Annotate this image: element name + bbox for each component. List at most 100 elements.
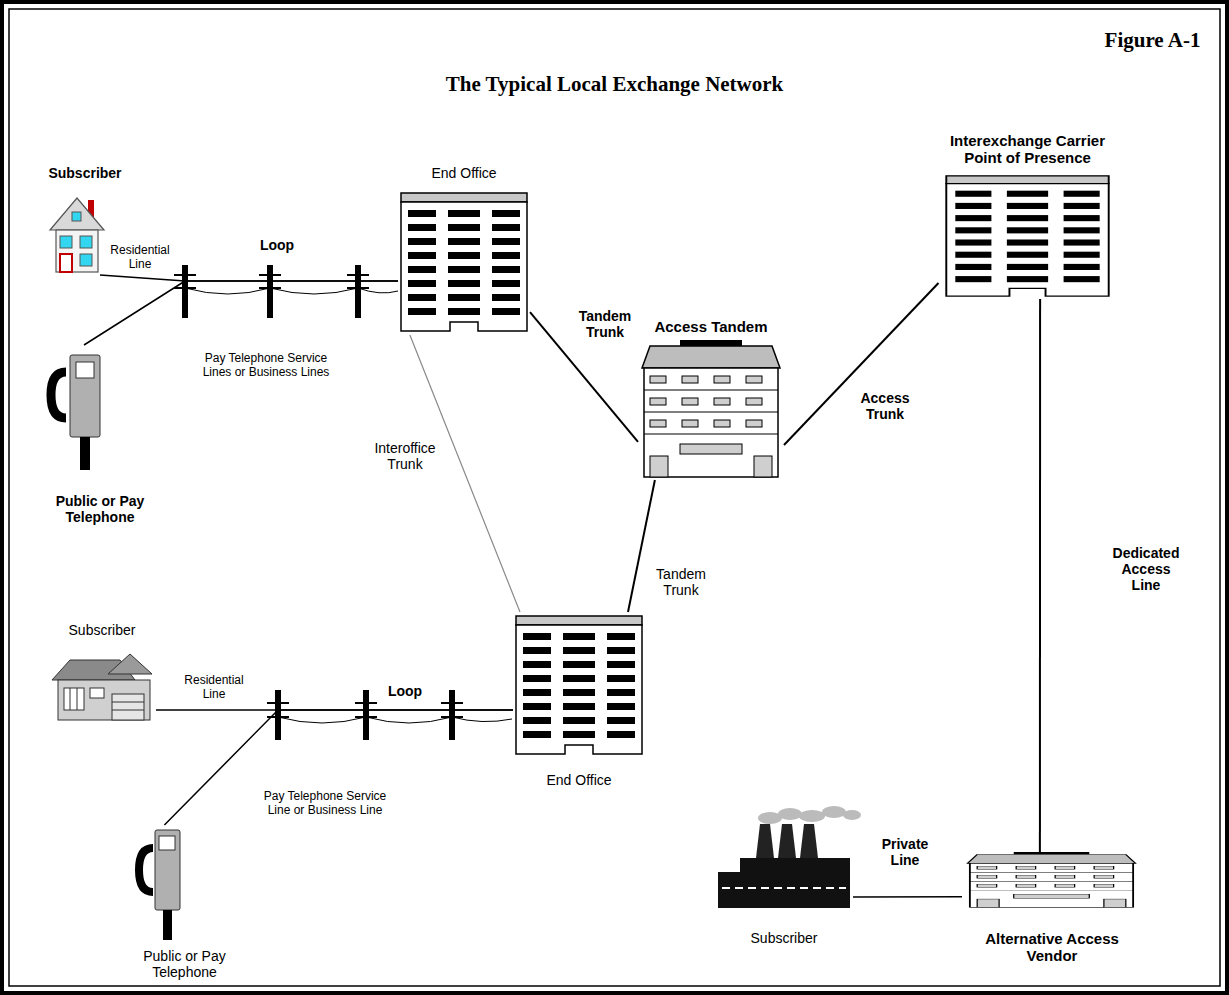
house-illustration (50, 198, 104, 230)
node-label: Public or Pay Telephone (45, 493, 155, 525)
factory-illustration (758, 806, 861, 824)
office-buildings (401, 176, 1136, 908)
house-illustration (80, 236, 92, 248)
payphone-illustration (76, 362, 94, 378)
private-line-label: Private Line (876, 836, 934, 868)
house-illustration (112, 710, 144, 711)
utility-poles (267, 702, 289, 704)
subscriber-house: Subscriber (48, 622, 156, 722)
utility-poles (259, 274, 281, 276)
utility-poles (174, 274, 196, 276)
house-illustration (80, 254, 92, 266)
end-office: End Office (398, 165, 530, 335)
house-illustration (60, 254, 72, 272)
office-buildings (642, 340, 780, 477)
residential-line-label: Residential Line (178, 674, 250, 702)
tandem-trunk-label: Tandem Trunk (650, 566, 712, 598)
office-buildings (967, 852, 1135, 908)
house-illustration (90, 688, 104, 698)
house-illustration (56, 230, 98, 272)
access-trunk (784, 283, 939, 445)
pay-telephone-line-label: Pay Telephone Service Line or Business L… (253, 790, 397, 818)
ixc-point-of-presence: Interexchange Carrier Point of Presence (939, 132, 1117, 299)
node-label: Subscriber (48, 165, 121, 181)
utility-poles (275, 690, 281, 740)
house-illustration (77, 688, 78, 710)
factory-illustration (718, 858, 850, 908)
payphone-illustration (159, 836, 175, 850)
diagram-title-holder: The Typical Local Exchange Network (0, 72, 1229, 96)
node-label: Interexchange Carrier Point of Presence (943, 132, 1113, 167)
loop-label-holder: Loop (380, 682, 430, 700)
payphone-illustration (51, 372, 66, 418)
utility-poles (355, 702, 377, 704)
utility-poles (185, 288, 398, 294)
payphone-illustration (80, 437, 90, 470)
utility-poles (267, 265, 273, 318)
pay-telephone-line-label-holder: Pay Telephone Service Lines or Business … (198, 352, 334, 380)
utility-poles (174, 265, 512, 740)
pay-telephone-line-label-holder: Pay Telephone Service Line or Business L… (253, 790, 397, 818)
interoffice-trunk-label-holder: Interoffice Trunk (368, 440, 442, 473)
house-illustration (112, 702, 144, 703)
factory-illustration (800, 824, 818, 858)
pay-telephone-line-label: Pay Telephone Service Lines or Business … (198, 352, 334, 380)
payphone-illustration (155, 830, 180, 910)
utility-poles (363, 690, 369, 740)
factory-illustration (778, 808, 802, 820)
private-line-label-holder: Private Line (876, 836, 934, 869)
loop-label: Loop (388, 683, 422, 699)
residential-line-label-holder: Residential Line (178, 674, 250, 702)
utility-poles (347, 274, 369, 276)
interoffice-trunk (410, 335, 520, 612)
subscriber-factory: Subscriber (715, 800, 853, 946)
access-trunk-label: Access Trunk (853, 390, 917, 422)
loop-label: Loop (260, 237, 294, 253)
house-illustration (112, 694, 144, 720)
page-frame (9, 9, 1220, 986)
utility-poles (182, 265, 188, 318)
dedicated-access-line-label-holder: Dedicated Access Line (1108, 545, 1184, 594)
alternative-access-vendor: Alternative Access Vendor (962, 852, 1142, 964)
office-buildings (401, 193, 527, 331)
utility-poles (355, 265, 361, 318)
pay-telephone: Public or Pay Telephone (131, 825, 239, 980)
payphone-illustration (51, 355, 100, 470)
node-label: End Office (431, 165, 496, 181)
utility-poles (441, 702, 463, 704)
factory-illustration (718, 806, 861, 908)
office-buildings (516, 616, 642, 754)
loop-label-holder: Loop (252, 236, 302, 254)
house-illustration (64, 688, 84, 710)
factory-illustration (722, 887, 846, 889)
private-line (853, 896, 962, 898)
factory-illustration (778, 824, 796, 858)
end-office: End Office (513, 612, 645, 788)
factory-illustration (799, 810, 825, 822)
access-trunk-label-holder: Access Trunk (853, 390, 917, 423)
residential-line (100, 275, 398, 281)
house-illustration (70, 688, 71, 710)
pay-telephone-line (164, 710, 513, 825)
payphone-illustration (163, 910, 172, 940)
node-label: Alternative Access Vendor (972, 930, 1132, 965)
residential-line-label: Residential Line (104, 244, 176, 272)
payphone-illustration (139, 848, 153, 892)
interoffice-trunk-label: Interoffice Trunk (368, 440, 442, 472)
utility-poles (449, 690, 455, 740)
access-tandem: Access Tandem (638, 318, 784, 480)
utility-poles (278, 717, 512, 723)
factory-illustration (822, 806, 846, 818)
tandem-trunk-label: Tandem Trunk (572, 308, 638, 340)
pay-telephone: Public or Pay Telephone (41, 345, 159, 525)
office-buildings (946, 176, 1108, 296)
house-illustration (58, 680, 150, 720)
factory-illustration (756, 824, 774, 858)
node-label: Access Tandem (654, 318, 767, 335)
node-label: Subscriber (751, 930, 818, 946)
factory-illustration (843, 810, 861, 820)
dedicated-access-line (1039, 299, 1041, 852)
